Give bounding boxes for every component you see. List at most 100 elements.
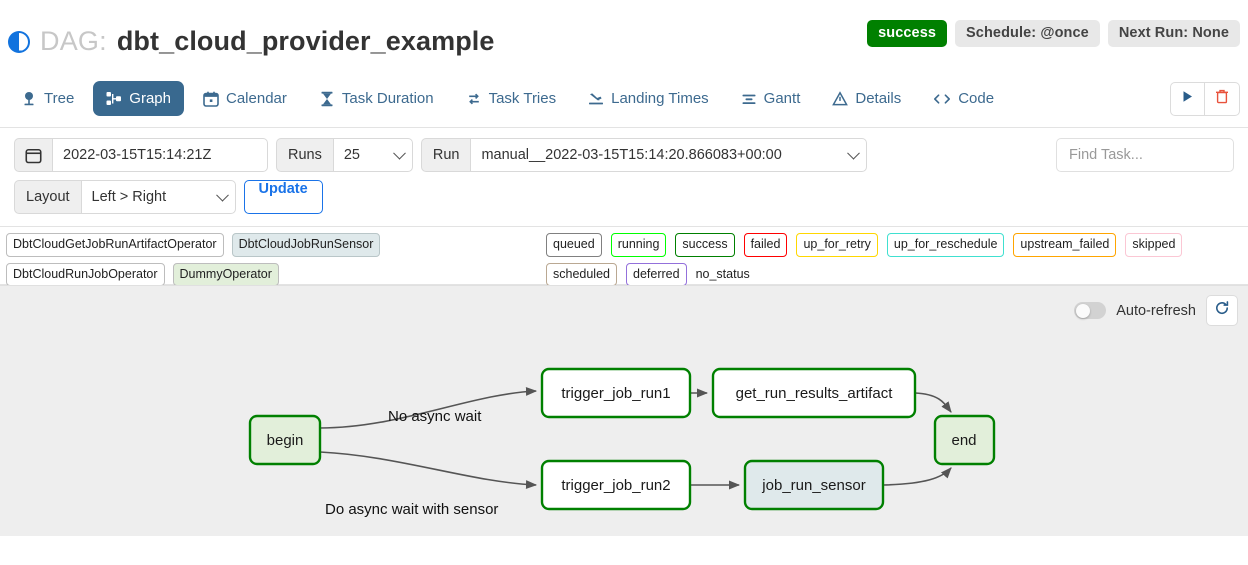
legend-status-deferred[interactable]: deferred	[626, 262, 687, 286]
tab-tree[interactable]: Tree	[8, 81, 87, 116]
trigger-dag-play-icon	[1181, 90, 1194, 108]
delete-dag-trash-icon	[1215, 89, 1229, 109]
run-label: Run	[420, 138, 471, 172]
graph-edge-labels: No async wait Do async wait with sensor	[325, 408, 498, 518]
edge-label-no-async-wait: No async wait	[388, 408, 482, 425]
layout-label: Layout	[14, 180, 81, 214]
legend-status-skipped[interactable]: skipped	[1125, 233, 1183, 257]
view-tabbar: Tree Graph Calendar Task Duration Task T	[0, 70, 1248, 128]
legend-status-up-for-retry[interactable]: up_for_retry	[796, 233, 878, 257]
execution-date-input[interactable]: 2022-03-15T15:14:21Z	[52, 138, 268, 172]
legend-operator: DbtCloudGetJobRunArtifactOperator	[6, 233, 224, 257]
delete-dag-button[interactable]	[1205, 82, 1240, 116]
layout-group: Layout Left > Right	[14, 180, 236, 214]
tab-gantt[interactable]: Gantt	[728, 81, 814, 116]
legend-bar: DbtCloudGetJobRunArtifactOperator DbtClo…	[0, 227, 1248, 286]
tab-task-duration[interactable]: Task Duration	[306, 81, 447, 116]
tab-calendar[interactable]: Calendar	[190, 81, 300, 116]
node-label: end	[951, 432, 976, 449]
dag-label: DAG:	[40, 26, 107, 56]
legend-operator: DbtCloudJobRunSensor	[231, 233, 381, 257]
legend-status-scheduled[interactable]: scheduled	[546, 262, 617, 286]
warning-triangle-icon	[832, 90, 849, 107]
trigger-dag-button[interactable]	[1170, 82, 1205, 116]
layout-select-value: Left > Right	[91, 189, 167, 205]
hourglass-icon	[319, 91, 335, 107]
chevron-down-icon	[847, 146, 861, 160]
next-run-badge: Next Run: None	[1107, 20, 1240, 47]
edge-begin-to-trigger-job-run2	[319, 451, 538, 490]
page-header: DAG: dbt_cloud_provider_example success …	[0, 0, 1248, 70]
status-legend: queued running success failed up_for_ret…	[546, 233, 1244, 286]
filter-bar: 2022-03-15T15:14:21Z Runs 25 Run manual_…	[0, 128, 1248, 227]
legend-status-running[interactable]: running	[610, 233, 667, 257]
tab-label: Landing Times	[611, 90, 709, 107]
tab-label: Task Duration	[341, 90, 434, 107]
code-icon	[933, 91, 951, 107]
landing-icon	[588, 91, 604, 107]
run-select[interactable]: manual__2022-03-15T15:14:20.866083+00:00	[470, 138, 868, 172]
tab-code[interactable]: Code	[920, 81, 1007, 116]
retry-icon	[466, 91, 482, 107]
tab-task-tries[interactable]: Task Tries	[453, 81, 570, 116]
gantt-icon	[741, 91, 757, 107]
node-label: begin	[267, 432, 304, 449]
legend-status-up-for-reschedule[interactable]: up_for_reschedule	[886, 233, 1005, 257]
execution-date-group: 2022-03-15T15:14:21Z	[14, 138, 268, 172]
update-button[interactable]: Update	[243, 180, 323, 214]
edge-get-run-results-artifact-to-end	[914, 392, 952, 413]
legend-operator: DummyOperator	[172, 262, 279, 286]
node-get-run-results-artifact[interactable]: get_run_results_artifact	[711, 367, 917, 419]
run-group: Run manual__2022-03-15T15:14:20.866083+0…	[420, 138, 868, 172]
calendar-icon[interactable]	[14, 138, 52, 172]
node-end[interactable]: end	[933, 414, 996, 466]
node-begin[interactable]: begin	[248, 414, 322, 466]
tab-label: Tree	[44, 90, 75, 107]
tab-label: Code	[958, 90, 995, 107]
tab-label: Calendar	[226, 90, 287, 107]
find-task-input[interactable]: Find Task...	[1056, 138, 1234, 172]
node-label: job_run_sensor	[761, 477, 865, 494]
node-label: trigger_job_run1	[561, 385, 670, 402]
dag-graph-svg: No async wait Do async wait with sensor …	[248, 367, 996, 518]
filter-row-2: Layout Left > Right Update	[14, 180, 1234, 214]
tab-label: Graph	[129, 90, 171, 107]
auto-refresh-toggle[interactable]	[1074, 302, 1107, 319]
runs-select-value: 25	[343, 147, 360, 163]
layout-select[interactable]: Left > Right	[80, 180, 236, 214]
header-badges: success Schedule: @once Next Run: None	[867, 20, 1240, 47]
tab-details[interactable]: Details	[819, 81, 914, 116]
legend-status-queued[interactable]: queued	[546, 233, 602, 257]
auto-refresh-label: Auto-refresh	[1116, 302, 1196, 319]
operator-legend: DbtCloudGetJobRunArtifactOperator DbtClo…	[6, 233, 536, 286]
graph-icon	[106, 91, 122, 107]
graph-canvas[interactable]: Auto-refresh	[0, 285, 1248, 536]
runs-label: Runs	[276, 138, 333, 172]
legend-status-success[interactable]: success	[675, 233, 735, 257]
node-trigger-job-run1[interactable]: trigger_job_run1	[540, 367, 692, 419]
graph-nodes: begin trigger_job_run1 get_run_results_a…	[248, 367, 996, 511]
node-trigger-job-run2[interactable]: trigger_job_run2	[540, 459, 692, 511]
canvas-toolbar: Auto-refresh	[1074, 295, 1238, 326]
refresh-button[interactable]	[1206, 295, 1238, 326]
tab-graph[interactable]: Graph	[93, 81, 184, 116]
schedule-badge[interactable]: Schedule: @once	[955, 20, 1100, 47]
dag-action-buttons	[1170, 82, 1240, 116]
graph-edges	[319, 386, 952, 490]
node-label: get_run_results_artifact	[736, 385, 894, 402]
refresh-icon	[1214, 300, 1230, 321]
legend-status-upstream-failed[interactable]: upstream_failed	[1013, 233, 1117, 257]
edge-begin-to-trigger-job-run1	[319, 386, 538, 429]
tree-icon	[21, 91, 37, 107]
legend-status-failed[interactable]: failed	[743, 233, 788, 257]
tab-label: Details	[855, 90, 902, 107]
tab-landing-times[interactable]: Landing Times	[575, 81, 722, 116]
dag-pause-toggle-icon[interactable]	[8, 30, 30, 53]
legend-status-no-status[interactable]: no_status	[695, 266, 750, 281]
run-select-value: manual__2022-03-15T15:14:20.866083+00:00	[481, 147, 782, 163]
dag-title: DAG: dbt_cloud_provider_example	[8, 26, 495, 57]
status-badge: success	[867, 20, 948, 47]
node-label: trigger_job_run2	[561, 477, 670, 494]
node-job-run-sensor[interactable]: job_run_sensor	[743, 459, 885, 511]
runs-select[interactable]: 25	[332, 138, 413, 172]
